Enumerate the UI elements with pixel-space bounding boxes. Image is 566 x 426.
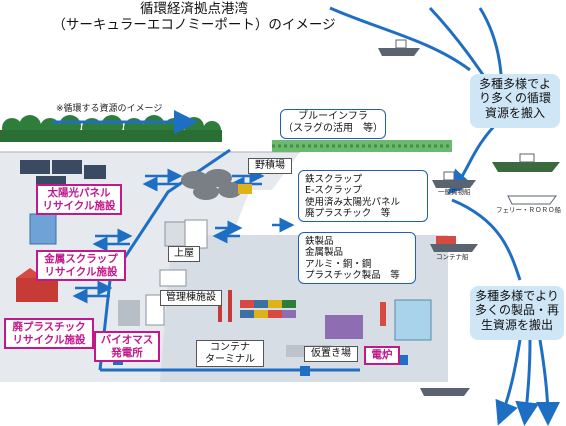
page-title: 循環経済拠点港湾 （サーキュラーエコノミーポート）のイメージ: [44, 1, 344, 33]
inbound-message: 多種多様でよ り多くの循環 資源を搬入: [470, 74, 560, 128]
ships: [378, 39, 560, 396]
temporary-storage-label: 仮置き場: [304, 346, 358, 362]
outgoing-products-box: 鉄製品 金属製品 アルミ・銅・鋼 プラスチック製品 等: [298, 232, 416, 284]
outbound-message: 多種多様でより 多くの製品・再 生資源を搬出: [470, 286, 564, 340]
container-stacks: [218, 290, 296, 322]
shed-label: 上屋: [168, 246, 200, 262]
outbound-line-2: 多くの製品・再: [474, 303, 559, 318]
container-ship-label: コンテナ船: [436, 253, 469, 261]
plastic-recycling-facility-label: 廃プラスチック リサイクル施設: [4, 318, 94, 350]
ferry-roro-ship-label: フェリー・ＲＯＲＯ船: [496, 206, 561, 214]
metal-facility-line-2: リサイクル施設: [44, 265, 118, 278]
solar-facility-line-1: 太陽光パネル: [47, 187, 111, 199]
metal-recycling-facility-label: 金属スクラップ リサイクル施設: [36, 250, 126, 282]
metal-facility-line-1: 金属スクラップ: [44, 253, 118, 265]
blue-infra-line-1: ブルーインフラ: [298, 111, 368, 122]
outgoing-item: アルミ・銅・鋼: [305, 258, 372, 270]
blue-infra-strip: [272, 140, 452, 152]
inbound-line-3: 資源を搬入: [484, 105, 545, 120]
incoming-item: 廃プラスチック 等: [305, 208, 391, 220]
incoming-materials-box: 鉄スクラップ E-スクラップ 使用済み太陽光パネル 廃プラスチック 等: [298, 170, 428, 222]
outgoing-item: プラスチック製品 等: [305, 270, 400, 282]
flow-loop: [98, 148, 360, 372]
title-line-2: （サーキュラーエコノミーポート）のイメージ: [52, 16, 336, 33]
plastic-facility-line-2: リサイクル施設: [12, 333, 86, 346]
blue-infra-line-2: （スラグの活用 等）: [283, 123, 383, 134]
solar-facility-line-2: リサイクル施設: [42, 199, 116, 212]
inbound-line-1: 多種多様でよ: [478, 77, 551, 91]
biomass-power-plant-label: バイオマス 発電所: [94, 331, 160, 363]
biomass-line-2: 発電所: [111, 346, 143, 359]
scrap-piles: [181, 169, 252, 200]
outbound-line-3: 生資源を搬出: [480, 317, 553, 332]
outgoing-item: 鉄製品: [305, 236, 334, 247]
blue-infra-box: ブルーインフラ （スラグの活用 等）: [280, 109, 386, 139]
incoming-item: 使用済み太陽光パネル: [305, 196, 401, 208]
outbound-flows: [451, 198, 560, 426]
terminal-line-2: ターミナル: [205, 353, 255, 365]
title-line-1: 循環経済拠点港湾: [140, 1, 248, 17]
tree-row: [0, 115, 222, 142]
admin-building-label: 管理棟施設: [160, 290, 222, 306]
general-cargo-ship-label: 一般貨物船: [438, 188, 471, 196]
incoming-item: 鉄スクラップ: [305, 174, 363, 185]
solar-recycling-facility-label: 太陽光パネル リサイクル施設: [36, 184, 122, 216]
yard-label: 野積場: [248, 158, 292, 174]
outgoing-item: 金属製品: [305, 247, 344, 259]
facility-buildings: [16, 213, 432, 357]
container-terminal-label: コンテナ ターミナル: [196, 340, 264, 367]
electric-furnace-label: 電炉: [364, 346, 400, 365]
outbound-line-1: 多種多様でより: [475, 289, 559, 303]
terminal-line-1: コンテナ: [210, 342, 250, 353]
biomass-line-1: バイオマス: [100, 334, 154, 346]
resource-note: ※循環する資源のイメージ: [56, 104, 163, 114]
plastic-facility-line-1: 廃プラスチック: [12, 321, 86, 333]
inbound-line-2: り多くの循環: [478, 91, 551, 106]
incoming-item: E-スクラップ: [305, 185, 362, 197]
